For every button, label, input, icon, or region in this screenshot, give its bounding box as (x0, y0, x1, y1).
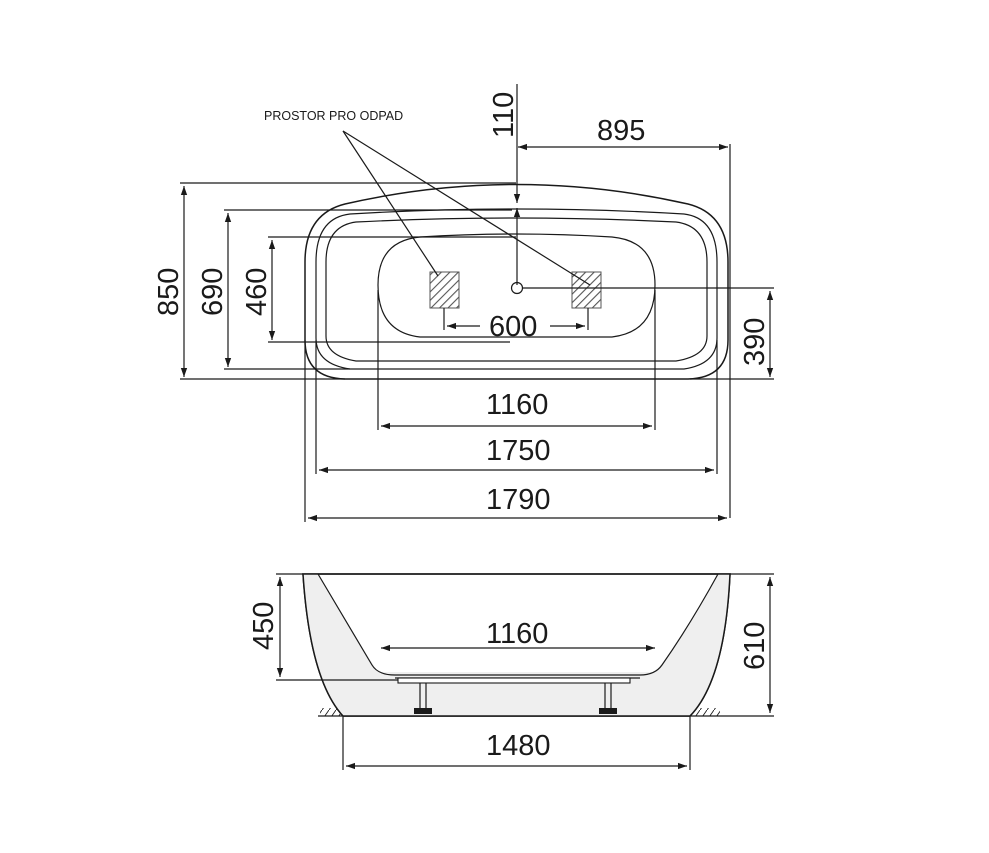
tub-basin-outline (377, 233, 656, 338)
dim-rim-width: 690 (197, 268, 229, 316)
dim-side-offset: 390 (739, 318, 771, 366)
tub-inner-rim-outline (325, 217, 708, 362)
dim-outer-width: 850 (153, 268, 185, 316)
dim-drain-spacing: 600 (489, 311, 537, 343)
dim-outer-length: 1790 (486, 484, 551, 516)
dim-base-length: 1480 (486, 730, 551, 762)
waste-space-right (571, 271, 602, 309)
dim-drain-offset: 110 (488, 92, 520, 138)
tub-rim-outline (315, 208, 718, 370)
side-view: 450 610 1160 1480 (248, 573, 774, 770)
waste-space-label: PROSTOR PRO ODPAD (264, 109, 403, 123)
dim-basin-width: 460 (241, 268, 273, 316)
dim-total-height: 610 (739, 622, 771, 670)
dim-inner-depth: 450 (248, 602, 280, 650)
waste-space-left (429, 271, 460, 309)
dim-bottom-length: 1160 (486, 618, 548, 650)
top-view: PROSTOR PRO ODPAD 110 895 850 690 460 60… (153, 84, 774, 522)
tub-outer-outline (304, 183, 729, 380)
dim-basin-length: 1160 (486, 389, 548, 421)
dim-half-length: 895 (597, 115, 645, 147)
dim-rim-length: 1750 (486, 435, 551, 467)
